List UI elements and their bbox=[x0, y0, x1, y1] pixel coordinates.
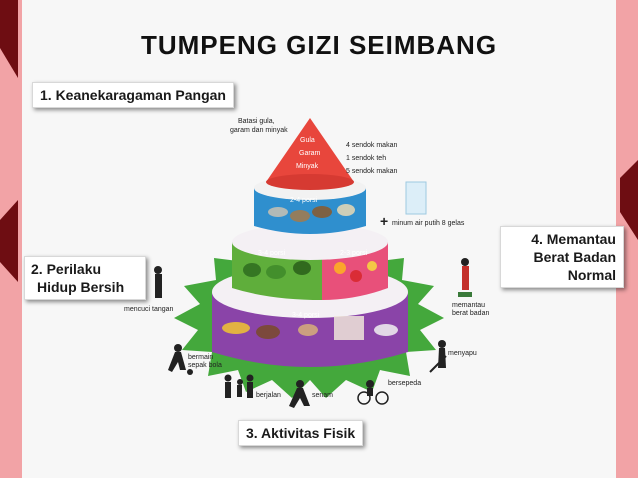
batasi-note-line1: Batasi gula, bbox=[238, 118, 275, 125]
label-memantau-line2: Berat Badan bbox=[533, 249, 616, 265]
water-note: minum air putih 8 gelas bbox=[392, 220, 465, 227]
minyak-label: Minyak bbox=[296, 163, 319, 170]
caption-menyapu: menyapu bbox=[448, 350, 477, 357]
tier4-portion: 3-4 porsi bbox=[292, 312, 320, 319]
label-aktivitas-fisik: 3. Aktivitas Fisik bbox=[238, 420, 364, 446]
water-glass-icon bbox=[405, 181, 427, 215]
label-keanekaragaman-pangan: 1. Keanekaragaman Pangan bbox=[32, 82, 234, 108]
caption-berjalan: berjalan bbox=[256, 392, 281, 399]
garam-amount: 1 sendok teh bbox=[346, 155, 387, 162]
people-walking-icon bbox=[224, 374, 232, 382]
gula-amount: 4 sendok makan bbox=[346, 142, 398, 149]
label-perilaku-line1: 2. Perilaku bbox=[31, 261, 102, 277]
label-memantau-line1: 4. Memantau bbox=[531, 231, 616, 247]
tier-2-blue bbox=[254, 188, 366, 234]
label-perilaku-line2: Hidup Bersih bbox=[37, 279, 125, 295]
tier3-green-portion: 3-4 porsi bbox=[258, 250, 286, 257]
caption-memantau-line1: memantau bbox=[452, 302, 486, 309]
svg-text:+: + bbox=[380, 213, 388, 229]
corner-ribbon-l bbox=[0, 200, 18, 282]
gula-label: Gula bbox=[300, 137, 315, 144]
label-perilaku-hidup-bersih: 2. Perilaku Hidup Bersih bbox=[24, 256, 146, 300]
caption-senam: senam bbox=[312, 392, 334, 399]
person-football-icon bbox=[174, 344, 182, 352]
tier-1-red-cone bbox=[266, 118, 354, 182]
caption-mencuci-tangan: mencuci tangan bbox=[124, 306, 174, 313]
label-memantau-line3: Normal bbox=[567, 267, 616, 283]
label-memantau-berat-badan: 4. Memantau Berat Badan Normal bbox=[500, 226, 624, 288]
person-gymnastics-icon bbox=[296, 380, 304, 388]
person-weighing-icon bbox=[461, 258, 469, 266]
batasi-note-line2: garam dan minyak bbox=[230, 127, 288, 134]
minyak-amount: 5 sendok makan bbox=[346, 168, 398, 175]
tier3-pink-portion: 2-3 porsi bbox=[340, 250, 368, 257]
right-pink-border bbox=[616, 0, 638, 478]
corner-ribbon-r bbox=[620, 160, 638, 240]
tier2-portion: 2-4 porsi bbox=[290, 197, 318, 204]
corner-ribbon-tl bbox=[0, 0, 18, 78]
garam-label: Garam bbox=[299, 150, 321, 157]
person-sweeping-icon bbox=[438, 340, 446, 348]
caption-bersepeda: bersepeda bbox=[388, 380, 422, 387]
caption-bermain-line2: sepak bola bbox=[188, 362, 222, 369]
person-cycling-icon bbox=[366, 380, 374, 388]
person-washing-icon bbox=[154, 266, 162, 274]
caption-memantau-line2: berat badan bbox=[452, 310, 490, 317]
football-icon bbox=[187, 369, 193, 375]
page-title: TUMPENG GIZI SEIMBANG bbox=[140, 30, 498, 60]
caption-bermain-line1: bermain bbox=[188, 354, 214, 361]
